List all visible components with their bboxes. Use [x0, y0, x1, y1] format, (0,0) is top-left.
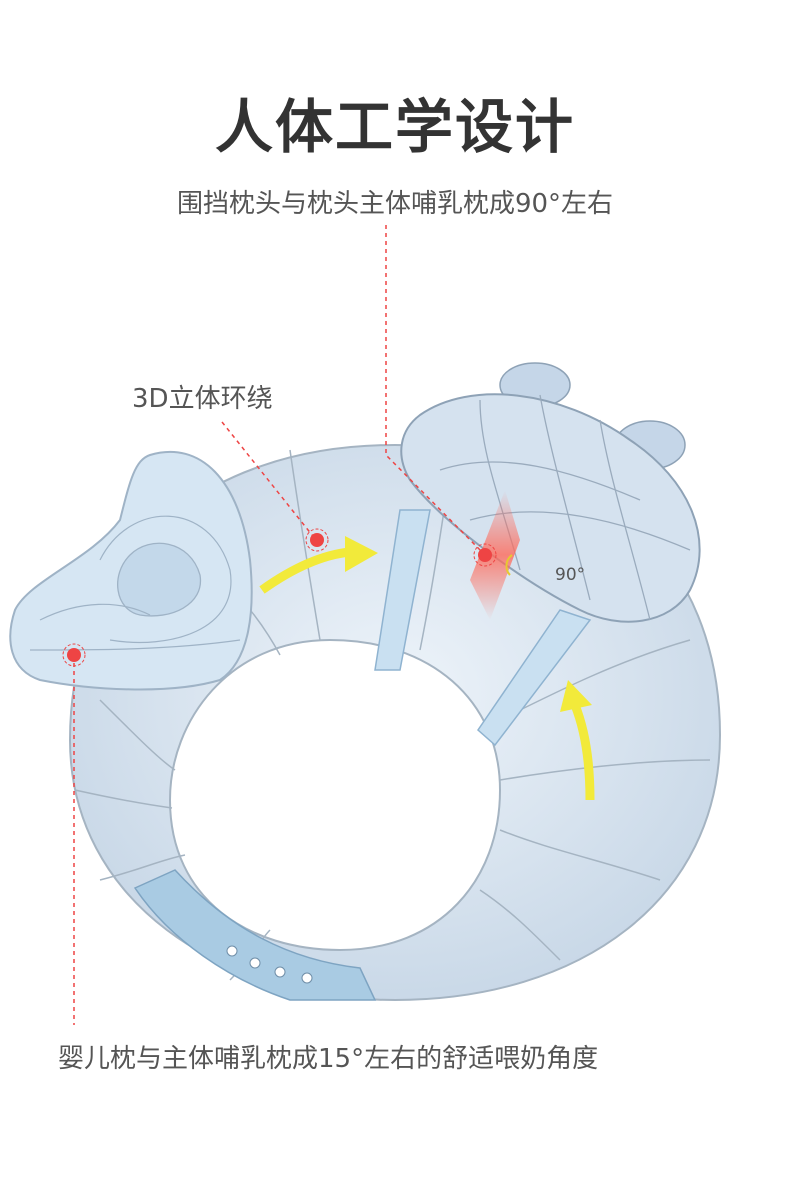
baby-pillow-angle-caption: 婴儿枕与主体哺乳枕成15°左右的舒适喂奶角度	[58, 1044, 599, 1074]
angle-arc	[505, 554, 513, 576]
baby-pillow	[9, 450, 253, 691]
headrest-angle-caption: 围挡枕头与枕头主体哺乳枕成90°左右	[176, 189, 614, 219]
head-guard-pillow	[400, 362, 701, 623]
surround-callout: 3D立体环绕	[132, 384, 273, 414]
buckle-holes	[226, 945, 313, 984]
page-title: 人体工学设计	[214, 93, 575, 161]
buckle-strap	[133, 869, 377, 1001]
angle-label: 90°	[555, 565, 586, 585]
arrow-icon	[560, 680, 595, 801]
angle-highlight	[470, 490, 520, 620]
arrow-icon	[259, 536, 378, 594]
strap-top	[374, 509, 431, 671]
marker-icon	[62, 528, 497, 667]
strap-right	[477, 609, 592, 747]
callout-lines	[73, 225, 486, 1025]
